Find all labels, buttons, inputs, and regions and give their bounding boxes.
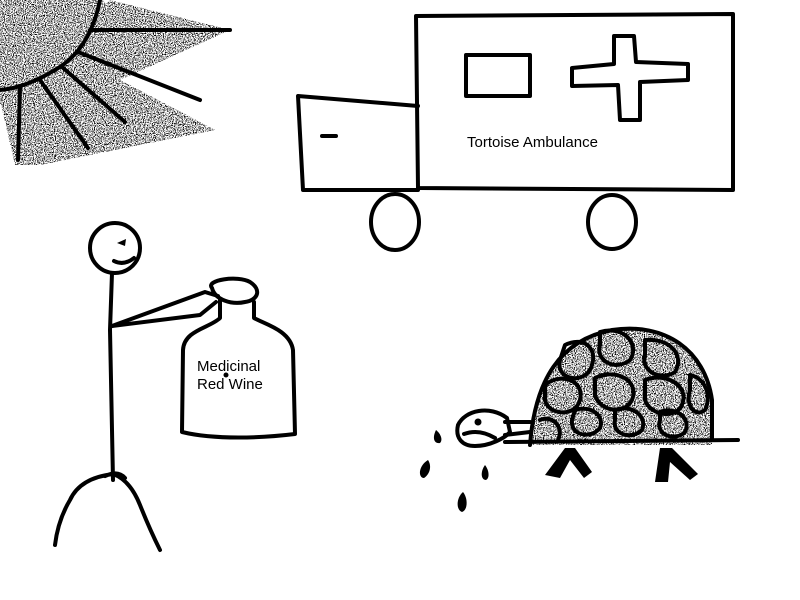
shell-plates bbox=[538, 328, 710, 442]
wine-drop bbox=[457, 492, 467, 512]
tortoise bbox=[419, 326, 740, 512]
ambulance-window bbox=[464, 53, 532, 98]
sun-ray bbox=[16, 86, 22, 162]
bottle-dot bbox=[223, 372, 229, 378]
wine-drop bbox=[481, 465, 489, 480]
bottle-label-line1: Medicinal bbox=[197, 358, 260, 375]
ambulance-wheel-front bbox=[369, 192, 421, 252]
tortoise-leg-front bbox=[545, 448, 592, 478]
ambulance: Tortoise Ambulance bbox=[296, 12, 735, 252]
wine-bottle: Medicinal Red Wine bbox=[180, 276, 297, 440]
wine-drops bbox=[419, 430, 489, 512]
figure-head bbox=[88, 221, 142, 275]
tortoise-base bbox=[503, 438, 740, 444]
ambulance-cab bbox=[296, 94, 420, 192]
tortoise-leg-rear bbox=[655, 448, 698, 482]
tortoise-eye bbox=[474, 418, 482, 426]
bottle-label-line2: Red Wine bbox=[197, 376, 263, 393]
wine-drop bbox=[433, 430, 442, 444]
tortoise-mouth bbox=[462, 429, 497, 440]
tortoise-head bbox=[455, 408, 512, 448]
sun-ray bbox=[60, 65, 127, 124]
ambulance-box bbox=[414, 12, 735, 192]
figure-legs bbox=[53, 471, 162, 552]
bottle-cap bbox=[209, 276, 260, 305]
stick-figure bbox=[53, 221, 220, 552]
ambulance-wheel-rear bbox=[586, 193, 638, 251]
sun bbox=[0, 0, 232, 165]
figure-mouth bbox=[112, 256, 136, 265]
figure-arm-lower bbox=[110, 300, 218, 328]
sun-ray bbox=[76, 50, 202, 102]
sun-ray bbox=[38, 78, 90, 150]
wine-drop bbox=[419, 460, 431, 478]
figure-body bbox=[108, 271, 115, 482]
sun-arc bbox=[0, 0, 102, 92]
medical-cross-icon bbox=[570, 34, 690, 122]
ambulance-label: Tortoise Ambulance bbox=[467, 134, 598, 151]
figure-eye bbox=[117, 239, 126, 246]
bottle-body bbox=[180, 298, 297, 440]
sun-rays bbox=[16, 28, 232, 162]
